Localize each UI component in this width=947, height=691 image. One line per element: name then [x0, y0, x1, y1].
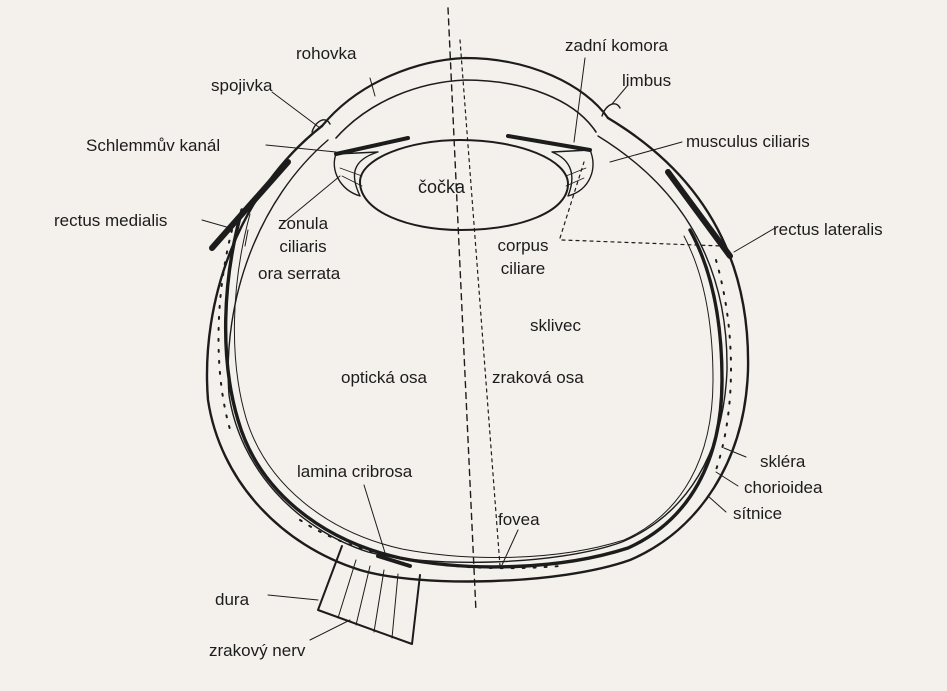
label-zadni-komora: zadní komora	[565, 36, 668, 56]
label-rectus-lateralis: rectus lateralis	[773, 220, 883, 240]
label-zonula-ciliaris-2: ciliaris	[258, 237, 348, 257]
rectus-lateralis-muscle	[668, 172, 730, 256]
sclera-inner	[228, 136, 727, 562]
label-zrakova-osa: zraková osa	[492, 368, 584, 388]
label-sklivec: sklivec	[530, 316, 581, 336]
label-corpus-ciliare-2: ciliare	[480, 259, 566, 279]
label-sitnice: sítnice	[733, 504, 782, 524]
label-schlemmuv-kanal: Schlemmův kanál	[86, 136, 220, 156]
label-fovea: fovea	[498, 510, 540, 530]
label-zrakovy-nerv: zrakový nerv	[209, 641, 305, 661]
cornea-outer	[322, 58, 608, 126]
cornea-inner	[336, 80, 596, 138]
label-dura: dura	[215, 590, 249, 610]
label-chorioidea: chorioidea	[744, 478, 822, 498]
label-zonula-ciliaris-1: zonula	[258, 214, 348, 234]
sclera-outer	[207, 118, 748, 581]
label-ora-serrata: ora serrata	[258, 264, 340, 284]
label-opticka-osa: optická osa	[341, 368, 427, 388]
label-cocka: čočka	[418, 177, 465, 197]
corpus-ciliare-pointer	[560, 162, 722, 246]
label-sklera: skléra	[760, 452, 805, 472]
visual-axis	[460, 40, 500, 566]
label-limbus: limbus	[622, 71, 671, 91]
rectus-medialis-muscle	[212, 162, 288, 248]
optical-axis	[448, 8, 476, 612]
label-corpus-ciliare-1: corpus	[480, 236, 566, 256]
label-spojivka: spojivka	[211, 76, 272, 96]
label-rectus-medialis: rectus medialis	[54, 211, 167, 231]
label-rohovka: rohovka	[296, 44, 356, 64]
label-lamina-cribrosa: lamina cribrosa	[297, 462, 412, 482]
label-musculus-ciliaris: musculus ciliaris	[686, 132, 810, 152]
